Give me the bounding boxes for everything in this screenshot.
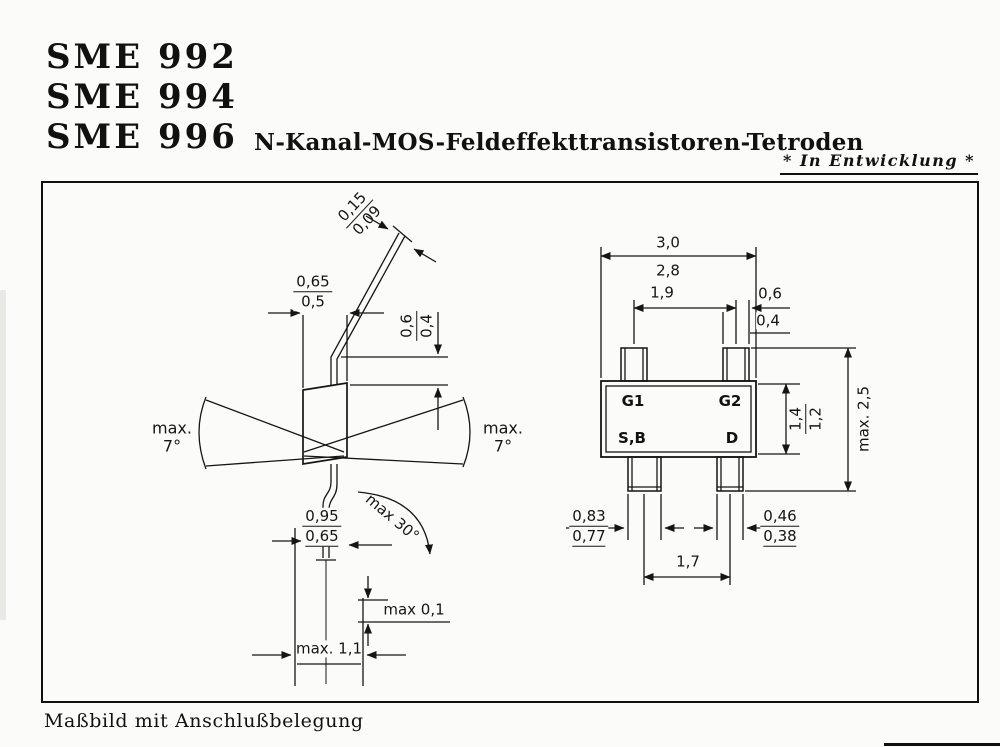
dim-lead-angle-right: max. 7° xyxy=(483,418,523,457)
dim-pin-width-top-max: 0,6 xyxy=(758,284,782,303)
lead-end-tick xyxy=(392,225,413,243)
dim-min: 0,65 xyxy=(305,527,339,547)
angle-line xyxy=(205,455,345,467)
dim-pin-width-bottom-left: 0,83 0,77 xyxy=(569,507,609,547)
upper-lead-line-2 xyxy=(336,235,406,385)
bend-angle-arc xyxy=(357,491,433,555)
dim-min: 0,77 xyxy=(572,527,606,547)
scan-smudge xyxy=(0,290,6,620)
figure-border xyxy=(41,181,979,703)
pin-d xyxy=(716,456,744,492)
dim-pitch-bottom: 1,7 xyxy=(676,552,700,571)
angle-line xyxy=(205,399,345,453)
angle-arc-right xyxy=(462,396,471,468)
pin-label-g1: G1 xyxy=(621,392,645,410)
pin-sb xyxy=(627,456,662,492)
model-number-3: SME 996 xyxy=(46,117,238,157)
angle-value: 7° xyxy=(162,437,182,456)
dim-min: 0,5 xyxy=(301,292,325,311)
dim-overall-height: max. 1,1 xyxy=(295,639,363,658)
development-status-note: * In Entwicklung * xyxy=(780,151,978,175)
pin-g1 xyxy=(620,347,648,382)
dim-max: 0,65 xyxy=(293,273,333,293)
pin-label-sb: S,B xyxy=(618,429,646,447)
page-title: N-Kanal-MOS-Feldeffekttransistoren-Tetro… xyxy=(254,129,864,156)
dim-max: 1,4 xyxy=(786,404,807,434)
pin-label-g2: G2 xyxy=(718,392,742,410)
top-view-body-outer xyxy=(600,380,757,458)
pin-label-d: D xyxy=(725,429,739,447)
angle-max-label: max. xyxy=(483,418,523,438)
dim-min: 1,2 xyxy=(806,407,825,431)
pin-g2 xyxy=(722,347,750,382)
dim-min: 0,4 xyxy=(417,314,436,338)
figure-caption: Maßbild mit Anschlußbelegung xyxy=(44,710,364,732)
dim-pitch-top: 1,9 xyxy=(650,283,674,302)
lead-thickness-arrow-1 xyxy=(365,215,389,230)
dim-width-min: 2,8 xyxy=(656,261,680,280)
angle-line xyxy=(303,455,464,465)
angle-line xyxy=(303,399,464,453)
model-number-2: SME 994 xyxy=(46,77,238,117)
dim-body-depth: 1,4 1,2 xyxy=(786,404,825,434)
model-number-1: SME 992 xyxy=(46,37,238,77)
upper-lead-line-1 xyxy=(330,232,400,385)
top-view-body-inner xyxy=(605,385,752,453)
dim-lead-angle-left: max. 7° xyxy=(152,418,192,457)
dim-pin-width-bottom-right: 0,46 0,38 xyxy=(760,507,800,547)
dim-max: 0,95 xyxy=(302,507,342,527)
dim-max: 0,83 xyxy=(569,507,609,527)
side-view-body xyxy=(302,382,348,465)
lead-thickness-arrow-2 xyxy=(413,248,437,263)
dim-overall-depth: max. 2,5 xyxy=(854,385,873,453)
angle-arc-left xyxy=(198,396,207,470)
angle-max-label: max. xyxy=(152,418,192,438)
page-edge-line xyxy=(884,743,1000,746)
dim-body-width: 0,65 0,5 xyxy=(293,273,333,311)
dim-foot-length: 0,95 0,65 xyxy=(302,507,342,547)
dim-shoulder-height: 0,6 0,4 xyxy=(397,311,436,341)
dim-max: 0,6 xyxy=(397,311,418,341)
lower-lead-line-1 xyxy=(322,464,332,558)
dim-width-max: 3,0 xyxy=(656,233,680,252)
dim-min: 0,38 xyxy=(763,527,797,547)
dim-pin-width-top-min: 0,4 xyxy=(756,311,780,330)
dim-standoff: max 0,1 xyxy=(383,600,445,619)
angle-value: 7° xyxy=(493,437,513,456)
dim-max: 0,46 xyxy=(760,507,800,527)
